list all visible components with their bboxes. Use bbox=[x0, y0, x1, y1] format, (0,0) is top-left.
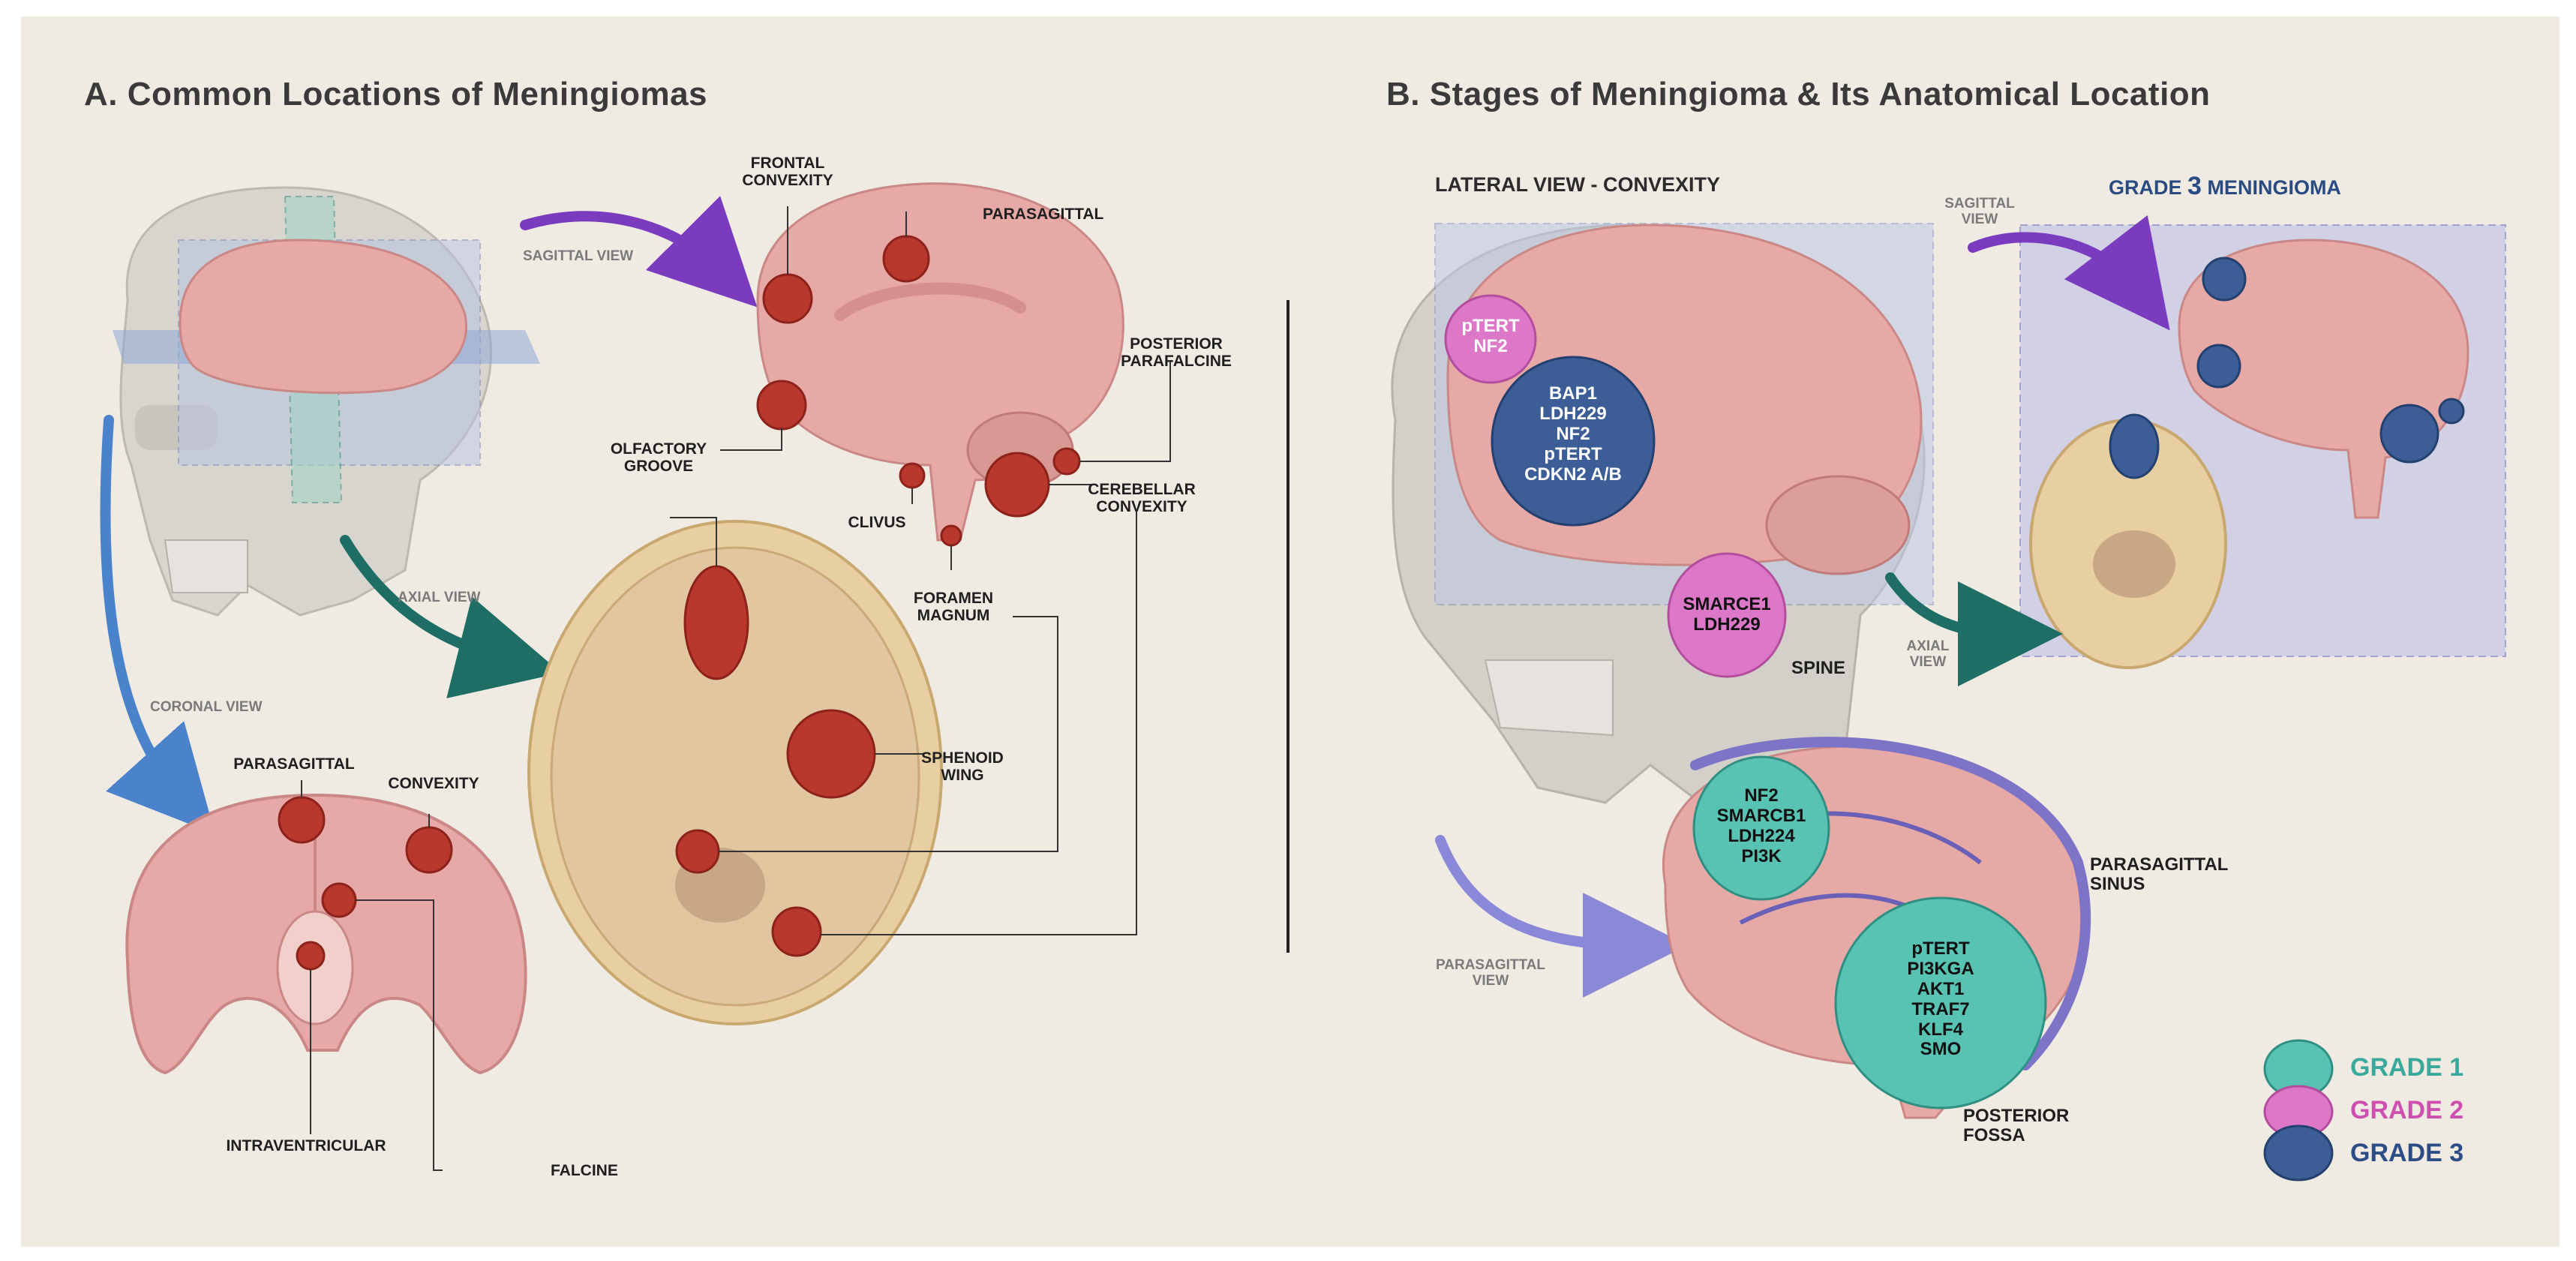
parasagittal-view-arrow bbox=[1435, 835, 1688, 998]
axial-view-label: AXIAL VIEW bbox=[398, 590, 481, 605]
brain-in-skull-a bbox=[179, 239, 467, 395]
label-parasagittal-sagittal: PARASAGITTAL bbox=[983, 206, 1104, 223]
panel-b-title: B. Stages of Meningioma & Its Anatomical… bbox=[1386, 76, 2211, 113]
sagittal-brain-a bbox=[756, 182, 1124, 542]
label-falcine: FALCINE bbox=[551, 1162, 618, 1179]
lateral-view-heading: LATERAL VIEW - CONVEXITY bbox=[1435, 173, 1721, 196]
grade2-convexity-cluster bbox=[1444, 294, 1537, 384]
axial-skull-a bbox=[527, 520, 943, 1025]
grade3-heading: GRADE 3 MENINGIOMA bbox=[2109, 172, 2341, 200]
grade3-tumors bbox=[2109, 257, 2465, 479]
label-clivus: CLIVUS bbox=[848, 514, 906, 531]
label-intraventricular: INTRAVENTRICULAR bbox=[226, 1137, 386, 1154]
axial-view-arrow bbox=[340, 535, 561, 698]
grade2-spine-cluster bbox=[1667, 552, 1787, 678]
grade3-axial-arrow bbox=[1885, 572, 2063, 686]
coronal-view-arrow bbox=[100, 415, 215, 835]
axial-tumors bbox=[675, 565, 876, 957]
leader-lines-a bbox=[301, 206, 1171, 1171]
label-spine: SPINE bbox=[1791, 658, 1846, 678]
grade1-fossa-cluster bbox=[1834, 896, 2047, 1109]
grade1-parasagittal-cluster bbox=[1692, 755, 1830, 901]
panel-a-title: A. Common Locations of Meningiomas bbox=[84, 76, 708, 113]
label-convexity: CONVEXITY bbox=[388, 775, 479, 792]
legend-grade-2: GRADE 2 bbox=[2350, 1096, 2464, 1124]
grade3-convexity-cluster bbox=[1491, 356, 1656, 527]
coronal-brain-a bbox=[125, 793, 527, 1075]
legend-swatches bbox=[2263, 1039, 2334, 1181]
sagittal-view-arrow bbox=[520, 196, 758, 308]
legend-grade-1: GRADE 1 bbox=[2350, 1053, 2464, 1082]
coronal-view-label: CORONAL VIEW bbox=[150, 699, 263, 715]
legend-grade-3: GRADE 3 bbox=[2350, 1139, 2464, 1167]
sagittal-view-label: SAGITTAL VIEW bbox=[523, 248, 634, 264]
grade3-sagittal-arrow bbox=[1968, 215, 2170, 331]
label-parasagittal-coronal: PARASAGITTAL bbox=[233, 755, 355, 773]
lateral-cerebellum bbox=[1765, 475, 1911, 575]
grade3-axial-fossa bbox=[2093, 530, 2175, 598]
